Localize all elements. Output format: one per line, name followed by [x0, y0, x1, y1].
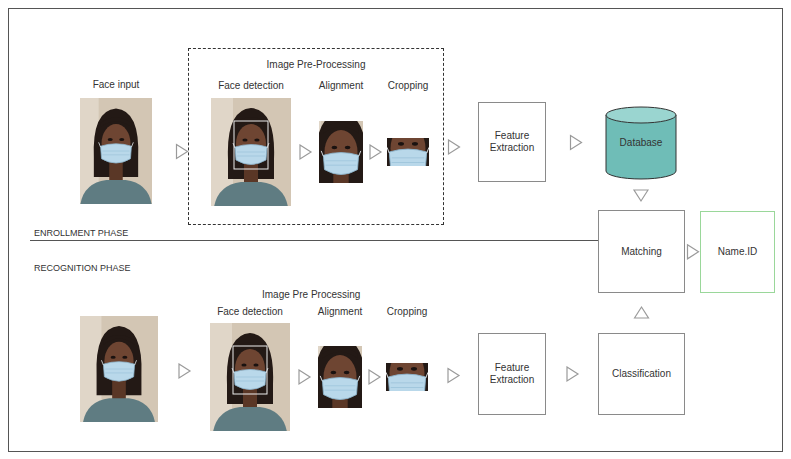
flow-connector	[688, 245, 699, 259]
flow-connector	[635, 307, 649, 318]
face-photo-image	[80, 98, 152, 204]
face-photo-image	[387, 138, 429, 166]
photo-caption: Face detection	[217, 306, 283, 317]
face-photo-image	[319, 121, 363, 183]
photo-caption: Face input	[93, 79, 140, 90]
photo-caption: Face detection	[218, 80, 284, 91]
flow-arrowhead	[179, 364, 190, 378]
flow-connector	[300, 145, 311, 159]
outer-frame	[9, 9, 783, 452]
flow-connector	[299, 370, 310, 384]
face-photo: Face detection	[211, 98, 291, 206]
process-box: Name.ID	[700, 211, 775, 293]
box-label: Classification	[612, 368, 671, 380]
process-box: Feature Extraction	[478, 102, 546, 182]
database-cylinder: Database	[605, 106, 677, 180]
group-heading: Image Pre-Processing	[189, 59, 443, 71]
phase-divider	[30, 240, 598, 241]
flow-connector	[634, 190, 648, 201]
face-photo-image	[386, 363, 428, 391]
phase-label: RECOGNITION PHASE	[34, 263, 131, 273]
box-label: Database	[620, 137, 663, 149]
photo-caption: Alignment	[318, 306, 362, 317]
box-label: Feature Extraction	[483, 362, 541, 386]
photo-caption: Cropping	[387, 306, 428, 317]
face-photo: Alignment	[318, 346, 362, 408]
section-label: Image Pre Processing	[262, 289, 360, 300]
process-box: Feature Extraction	[478, 333, 546, 415]
flow-connector	[370, 145, 381, 159]
flow-connector	[571, 136, 582, 150]
face-photo-image	[318, 346, 362, 408]
process-box: Matching	[598, 210, 685, 293]
box-label: Name.ID	[718, 246, 757, 258]
preprocessing-group: Image Pre-ProcessingFace detectionAlignm…	[188, 48, 444, 225]
flow-connector	[449, 140, 460, 154]
process-box: Classification	[598, 333, 685, 415]
detection-box	[234, 121, 268, 169]
photo-caption: Alignment	[319, 80, 363, 91]
face-photo: Cropping	[387, 138, 429, 166]
face-photo: Cropping	[386, 363, 428, 391]
face-photo-image	[210, 323, 290, 431]
flow-connector	[177, 145, 188, 159]
phase-label: ENROLLMENT PHASE	[34, 228, 128, 238]
face-photo-image	[211, 98, 291, 206]
flow-connector	[369, 370, 380, 384]
flow-connector	[567, 367, 578, 381]
box-label: Matching	[621, 246, 662, 258]
photo-caption: Cropping	[388, 80, 429, 91]
flow-connector	[448, 369, 459, 383]
detection-box	[233, 346, 267, 394]
face-photo	[80, 315, 158, 422]
face-photo: Alignment	[319, 121, 363, 183]
box-label: Feature Extraction	[483, 130, 541, 154]
face-photo: Face detection	[210, 323, 290, 431]
face-photo: Face input	[80, 98, 152, 204]
